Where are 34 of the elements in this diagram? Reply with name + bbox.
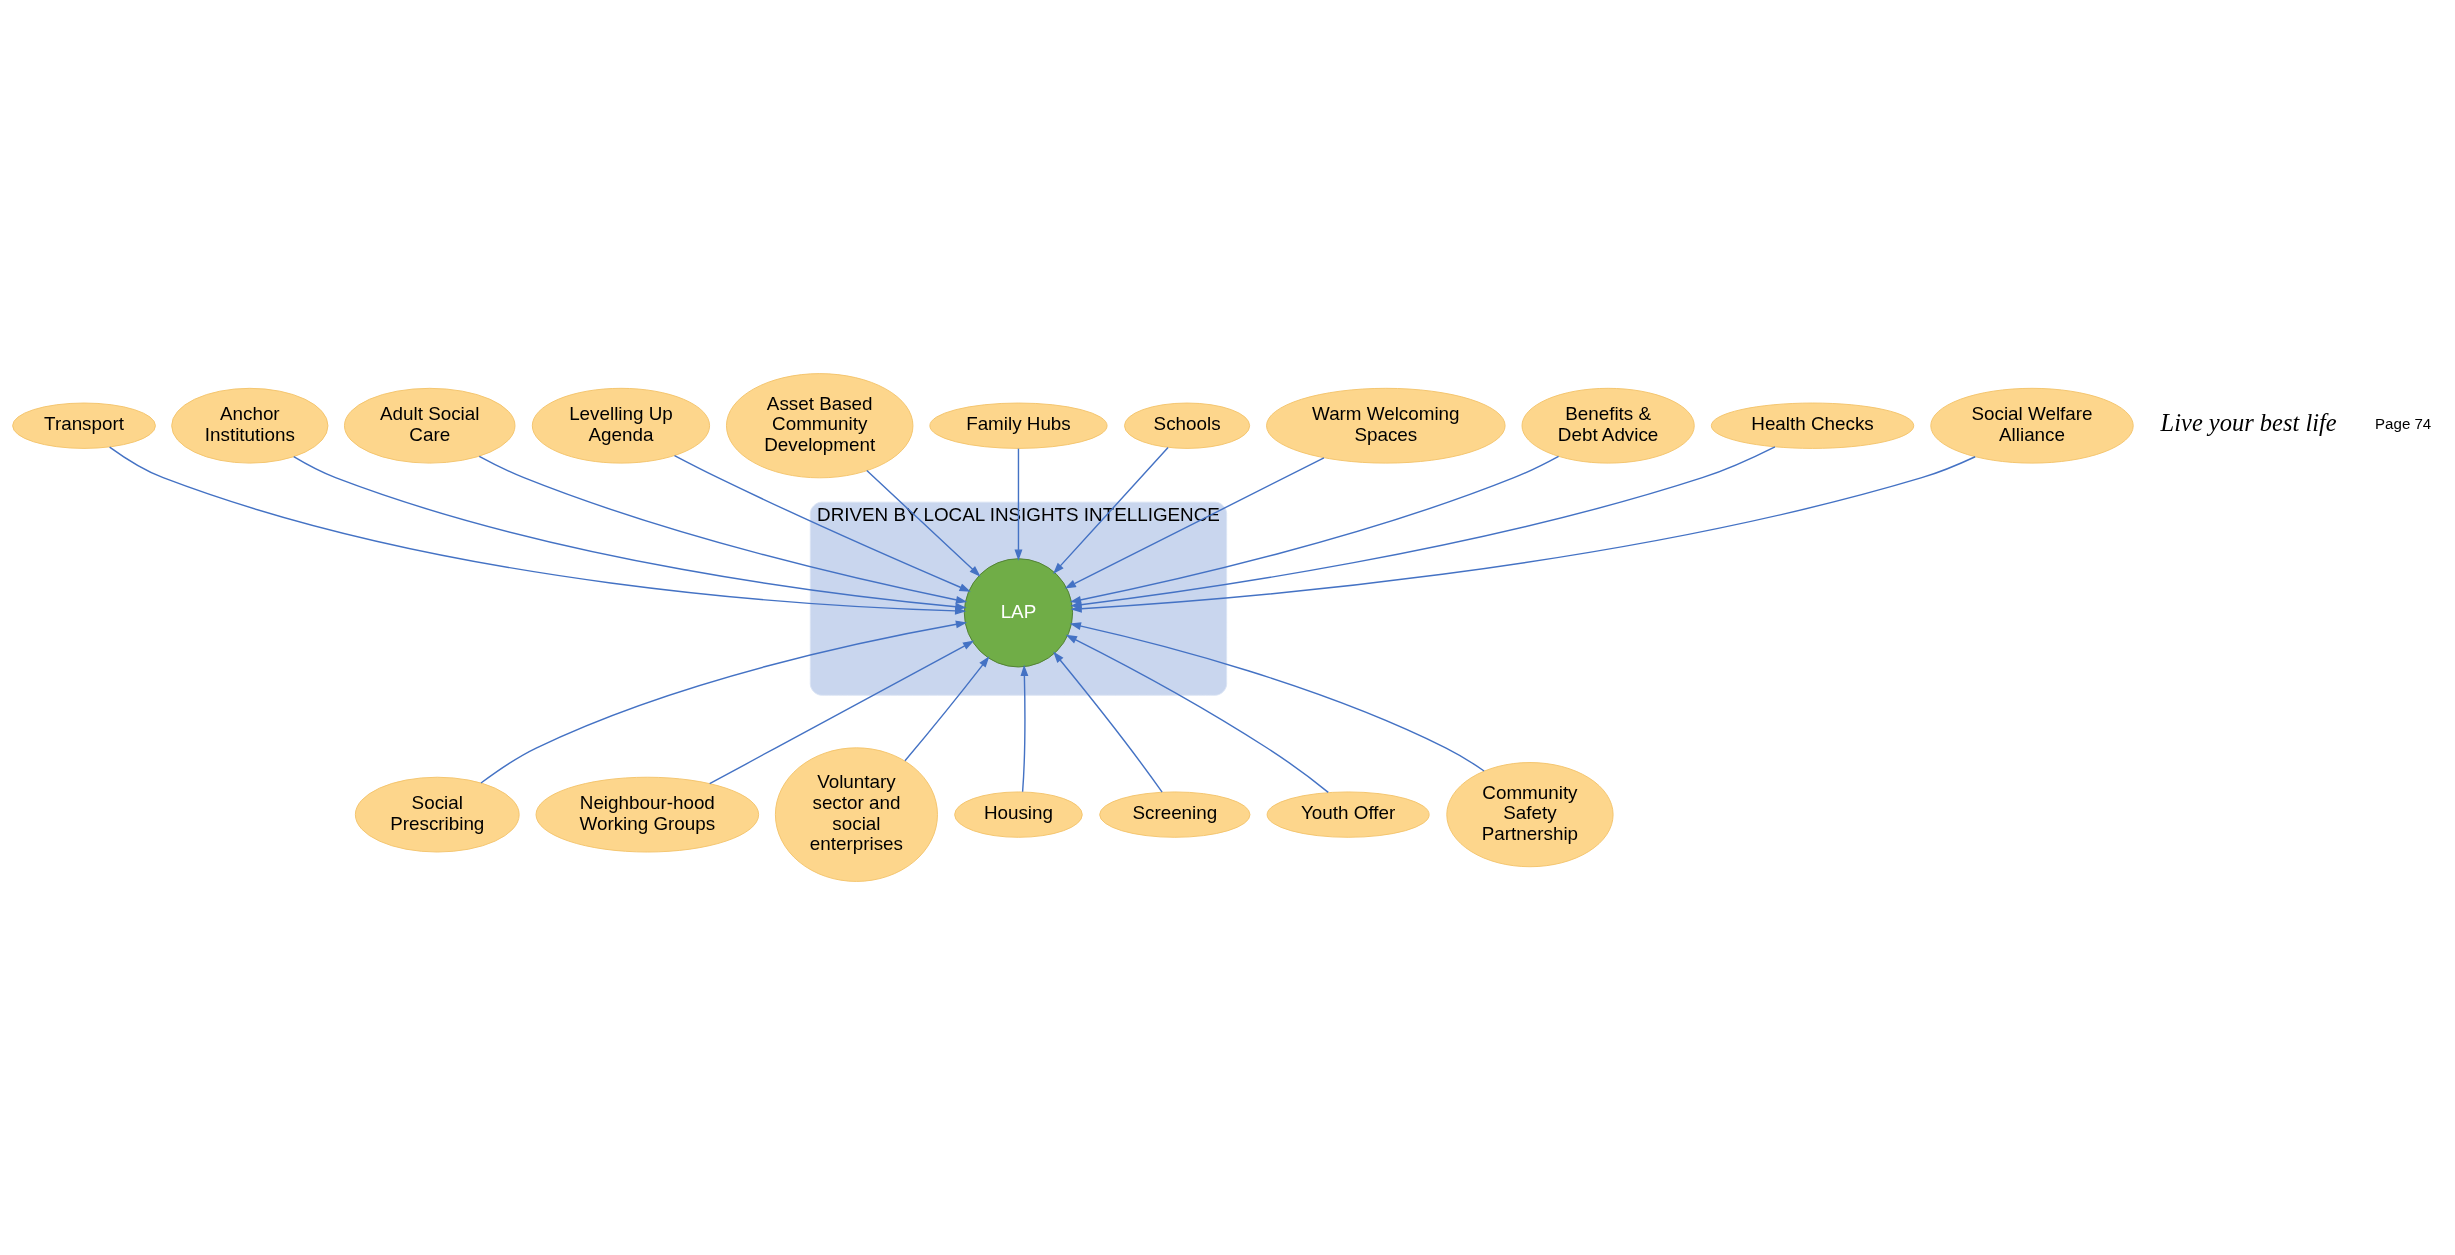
arrow: [1014, 447, 1023, 561]
node-ellipse: Levelling Up Agenda: [531, 387, 711, 464]
arrow: [1064, 457, 1325, 589]
arrow: [1065, 634, 1329, 794]
node-ellipse: Youth Offer: [1266, 791, 1430, 838]
arrow: [673, 454, 971, 592]
node-ellipse: Community Safety Partnership: [1446, 762, 1614, 868]
label: Live your best life: [2160, 408, 2337, 436]
arrow: [904, 656, 990, 762]
arrow: [866, 469, 981, 577]
arrow: [1053, 651, 1163, 793]
node-ellipse: Anchor Institutions: [171, 387, 329, 464]
label: Page 74: [2375, 415, 2432, 433]
node-ellipse: Social Prescribing: [354, 776, 520, 853]
arrow: [293, 456, 967, 611]
node-ellipse: Voluntary sector and social enterprises: [774, 747, 938, 882]
node-ellipse: Housing: [954, 791, 1083, 838]
node-ellipse: Transport: [12, 402, 156, 449]
arrow: [1069, 455, 1560, 604]
node-ellipse: Neighbour-hood Working Groups: [535, 776, 760, 853]
arrow: [708, 640, 975, 785]
node-ellipse: Asset Based Community Development: [726, 373, 914, 479]
arrow: [480, 620, 968, 784]
node-ellipse: Health Checks: [1710, 402, 1915, 449]
arrow: [1069, 622, 1485, 772]
node-ellipse: Adult Social Care: [344, 387, 516, 464]
arrow: [1020, 664, 1029, 793]
node-ellipse: Warm Welcoming Spaces: [1266, 387, 1506, 464]
node-ellipse: Schools: [1124, 402, 1251, 449]
arrow: [478, 455, 968, 604]
node-ellipse: Family Hubs: [929, 402, 1108, 449]
node-ellipse: Screening: [1099, 791, 1251, 838]
node-ellipse: Benefits & Debt Advice: [1521, 387, 1695, 464]
node-ellipse: Social Welfare Alliance: [1930, 387, 2134, 464]
